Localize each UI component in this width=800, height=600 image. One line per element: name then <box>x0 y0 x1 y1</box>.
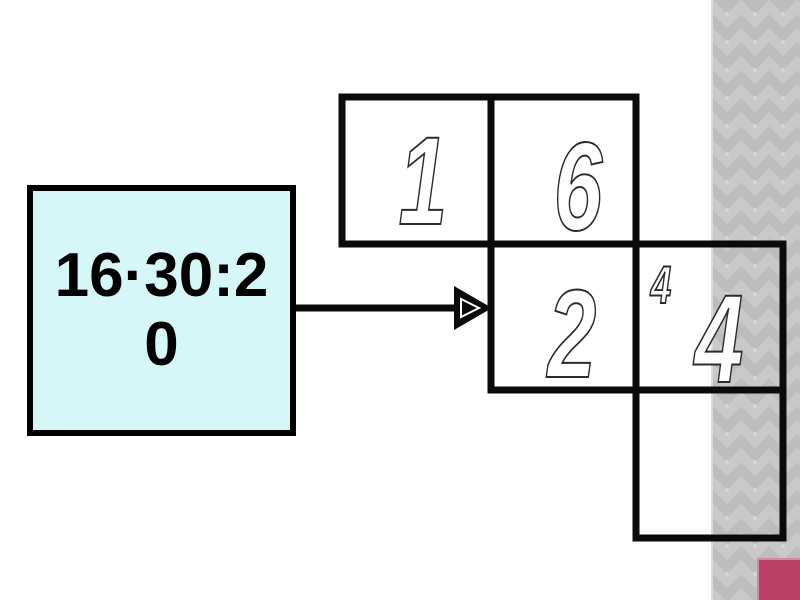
net-digit-6: 6 <box>554 116 603 256</box>
arrow-head-inner-triangle-icon <box>460 297 482 319</box>
corner-accent-rectangle <box>757 558 800 600</box>
net-digit-4: 4 <box>693 268 743 408</box>
net-digit-1: 1 <box>399 110 448 250</box>
net-digit-2: 2 <box>546 263 596 403</box>
expression-box: 16·30:20 <box>27 185 296 436</box>
arrow-head-icon <box>454 286 492 330</box>
net-digit-4-superscript: 4 <box>650 255 671 314</box>
expression-text: 16·30:20 <box>54 241 269 379</box>
net-cell-bottom-empty <box>632 386 787 542</box>
